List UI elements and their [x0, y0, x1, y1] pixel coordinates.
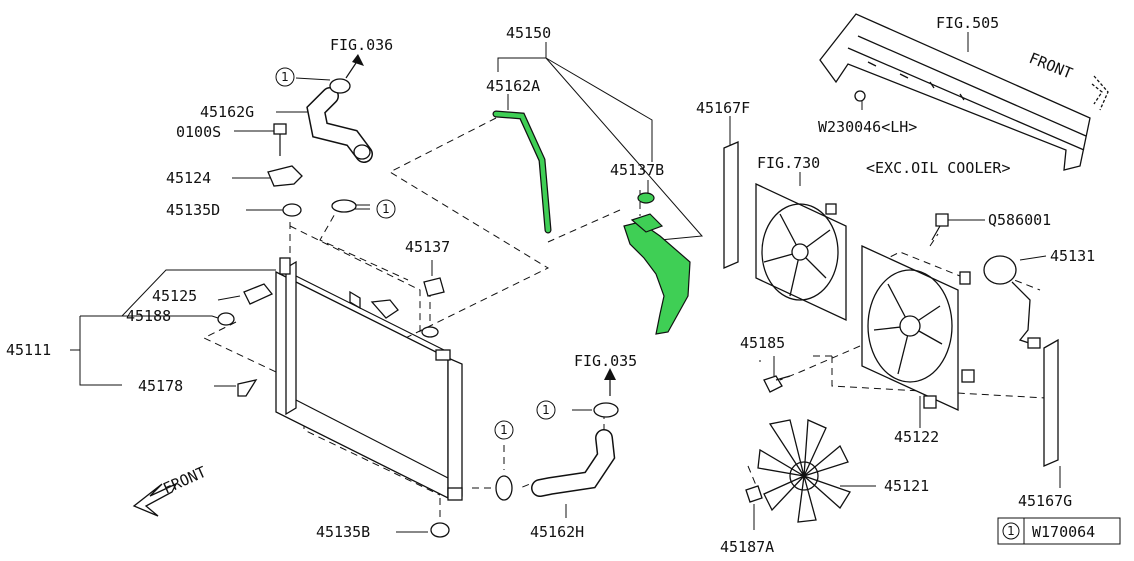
legend-box: 1 W170064	[997, 517, 1121, 545]
label-w230046: W230046<LH>	[818, 118, 917, 136]
label-fig730: FIG.730	[757, 154, 820, 172]
callout-circle-1a: 1	[275, 67, 295, 87]
label-0100s: 0100S	[176, 123, 221, 141]
hose-clamp-upper	[329, 78, 351, 94]
svg-text:1: 1	[500, 423, 508, 437]
label-fig035: FIG.035	[574, 352, 637, 370]
reservoir-neck	[630, 213, 664, 233]
reservoir-cap	[637, 192, 655, 204]
label-45124: 45124	[166, 169, 211, 187]
arrow-fig035-icon	[604, 368, 616, 396]
label-45167g: 45167G	[1018, 492, 1072, 510]
nut-45187a	[745, 485, 763, 503]
label-front-bottom: FRONT	[160, 463, 209, 498]
label-45150: 45150	[506, 24, 551, 42]
bolt-45185	[763, 375, 783, 393]
overflow-hose-45162a	[492, 110, 552, 234]
label-45125: 45125	[152, 287, 197, 305]
bolt-0100s	[273, 123, 287, 135]
hose-clamp-lower-b	[495, 475, 513, 501]
front-arrow-bottom-icon	[132, 482, 178, 517]
label-45111: 45111	[6, 341, 51, 359]
o-ring-45188	[217, 312, 235, 326]
label-45188: 45188	[126, 307, 171, 325]
label-45162a: 45162A	[486, 77, 540, 95]
label-45122: 45122	[894, 428, 939, 446]
bracket-45124	[267, 165, 303, 187]
label-45135b: 45135B	[316, 523, 370, 541]
screw-q586001	[935, 213, 949, 227]
callout-circle-1b: 1	[376, 199, 396, 219]
fan-blade	[757, 419, 851, 523]
label-45162g: 45162G	[200, 103, 254, 121]
hose-clamp-middle	[331, 199, 357, 213]
front-arrow-top-icon	[1091, 75, 1109, 111]
drain-plug-45125	[243, 283, 274, 305]
svg-text:1: 1	[281, 70, 289, 84]
cushion-45135d	[282, 203, 302, 217]
label-front-top: FRONT	[1027, 49, 1076, 83]
arrow-fig036-icon	[345, 54, 364, 79]
label-45131: 45131	[1050, 247, 1095, 265]
cushion-45135b	[430, 522, 450, 538]
label-45187a: 45187A	[720, 538, 774, 556]
label-45185: 45185	[740, 334, 785, 352]
legend-symbol: 1	[1007, 524, 1015, 538]
radiator	[275, 257, 463, 501]
fan-motor	[983, 255, 1041, 349]
fan-shroud-lower	[861, 244, 975, 412]
seal-45167f	[723, 141, 739, 269]
radiator-cap-45137	[423, 277, 445, 297]
part-45178	[237, 379, 258, 397]
callout-circle-1d: 1	[494, 420, 514, 440]
fan-shroud-upper	[755, 182, 847, 322]
label-fig036: FIG.036	[330, 36, 393, 54]
label-45178: 45178	[138, 377, 183, 395]
svg-text:1: 1	[382, 202, 390, 216]
lower-hose-45162h	[531, 429, 616, 497]
label-45135d: 45135D	[166, 201, 220, 219]
callout-circle-1c: 1	[536, 400, 556, 420]
seal-45167g	[1043, 338, 1059, 467]
leader-lines	[70, 32, 1061, 533]
svg-text:1: 1	[542, 403, 550, 417]
body-panel-fig505	[819, 13, 1091, 171]
label-45121: 45121	[884, 477, 929, 495]
label-45167f: 45167F	[696, 99, 750, 117]
legend-code: W170064	[1032, 523, 1095, 541]
reservoir-tank	[623, 221, 691, 335]
hose-clamp-lower-a	[593, 402, 619, 418]
label-45137b: 45137B	[610, 161, 664, 179]
label-45137: 45137	[405, 238, 450, 256]
upper-hose-45162g	[306, 87, 373, 163]
label-fig505: FIG.505	[936, 14, 999, 32]
label-45162h: 45162H	[530, 523, 584, 541]
label-exc-oil-cooler: <EXC.OIL COOLER>	[866, 159, 1011, 177]
label-q586001: Q586001	[988, 211, 1051, 229]
